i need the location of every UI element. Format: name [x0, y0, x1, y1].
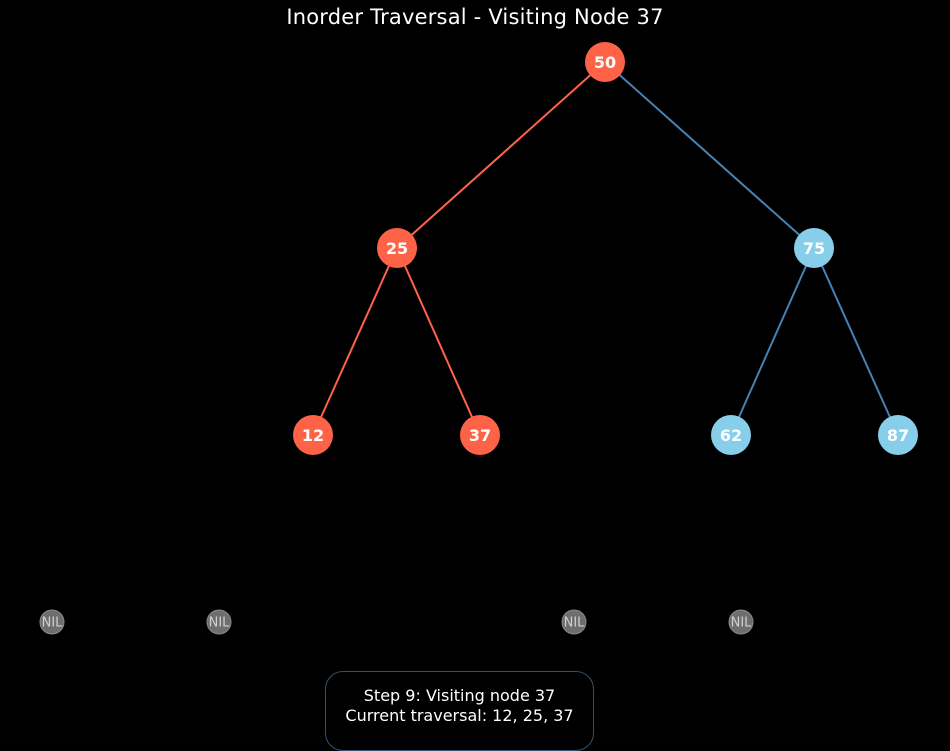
edge-75-62	[730, 247, 815, 436]
nil-label: NIL	[731, 616, 753, 631]
edge-layer	[312, 61, 899, 436]
tree-node-37: 37	[460, 415, 500, 455]
node-circle	[711, 415, 751, 455]
nil-label: NIL	[564, 616, 586, 631]
edge-50-25	[396, 61, 606, 249]
edge-50-75	[604, 61, 815, 249]
tree-node-25: 25	[377, 228, 417, 268]
node-circle	[878, 415, 918, 455]
node-circle	[460, 415, 500, 455]
tree-node-12: 12	[293, 415, 333, 455]
tree-node-50: 50	[585, 42, 625, 82]
diagram-title: Inorder Traversal - Visiting Node 37	[286, 5, 664, 29]
tree-node-87: 87	[878, 415, 918, 455]
status-traversal-text: Current traversal: 12, 25, 37	[345, 706, 574, 725]
nil-circle	[561, 609, 587, 635]
node-label: 87	[887, 426, 909, 445]
node-circle	[585, 42, 625, 82]
nil-label: NIL	[42, 616, 64, 631]
node-label: 50	[594, 53, 616, 72]
node-label: 12	[302, 426, 324, 445]
nil-node: NIL	[206, 609, 232, 635]
tree-node-62: 62	[711, 415, 751, 455]
edge-75-87	[813, 247, 899, 436]
nil-circle	[39, 609, 65, 635]
nil-node: NIL	[39, 609, 65, 635]
node-layer: 50 25 75 12 37 62 87	[293, 42, 918, 455]
status-step-text: Step 9: Visiting node 37	[363, 686, 556, 705]
nil-node: NIL	[728, 609, 754, 635]
edge-25-37	[396, 247, 481, 436]
node-circle	[794, 228, 834, 268]
tree-node-75: 75	[794, 228, 834, 268]
nil-label: NIL	[209, 616, 231, 631]
node-circle	[293, 415, 333, 455]
node-label: 37	[469, 426, 491, 445]
status-box: Step 9: Visiting node 37 Current travers…	[325, 671, 594, 751]
node-label: 25	[386, 239, 408, 258]
nil-circle	[206, 609, 232, 635]
node-circle	[377, 228, 417, 268]
edge-25-12	[312, 247, 398, 436]
node-label: 62	[720, 426, 742, 445]
nil-node: NIL	[561, 609, 587, 635]
nil-circle	[728, 609, 754, 635]
node-label: 75	[803, 239, 825, 258]
nil-layer: NIL NIL NIL NIL	[39, 609, 754, 635]
